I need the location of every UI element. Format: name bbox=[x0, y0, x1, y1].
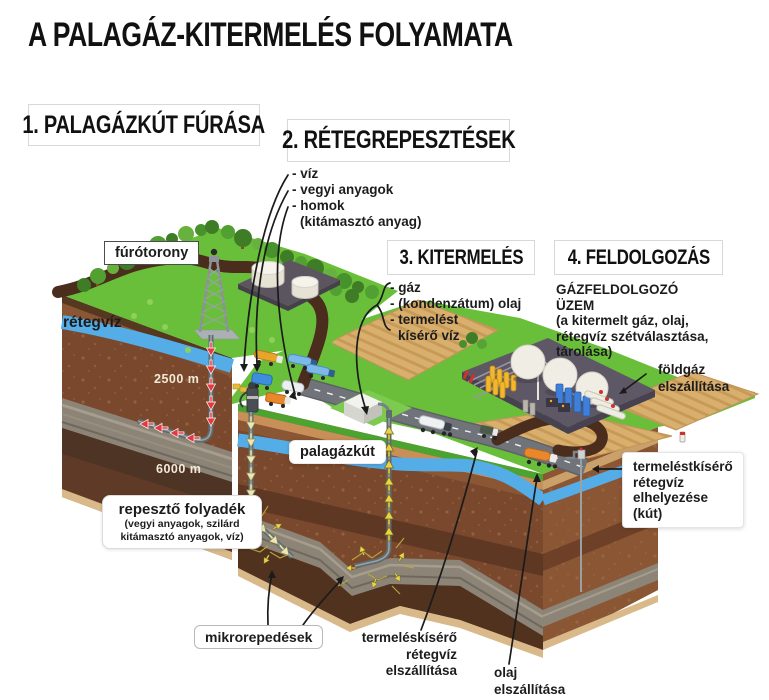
elhelyezes-box: termeléstkísérő rétegvíz elhelyezése (kú… bbox=[622, 452, 744, 528]
label-line: elszállítása bbox=[385, 663, 457, 678]
forest-icon bbox=[77, 220, 379, 353]
callout-arrowheads bbox=[240, 364, 627, 585]
depth-6000-label: 6000 m bbox=[156, 462, 202, 476]
step-4-box: 4. FELDOLGOZÁS bbox=[554, 240, 723, 275]
repeszto-folyadek-box: repesztő folyadék (vegyi anyagok, szilár… bbox=[102, 495, 262, 549]
microfractures-right bbox=[337, 537, 415, 595]
water-tanker-truck-icon bbox=[418, 415, 452, 432]
terrain-block-right bbox=[220, 299, 760, 658]
palagazkut-label: palagázkút bbox=[289, 440, 386, 464]
shale-layer-right bbox=[238, 512, 543, 636]
extraction-products-list: - gáz - (kondenzátum) olaj - termelést k… bbox=[390, 280, 521, 344]
line-olaj bbox=[508, 477, 538, 665]
description-line: tárolása) bbox=[556, 344, 613, 359]
production-well bbox=[337, 418, 415, 595]
termeleskisero-label: termeléskísérő rétegvíz elszállítása bbox=[345, 630, 457, 680]
label-line: termeléskísérő bbox=[361, 630, 457, 645]
yellow-columns-icon bbox=[485, 365, 517, 399]
arrow-viz bbox=[243, 174, 289, 367]
label-line: rétegvíz bbox=[633, 474, 685, 490]
frack-wellhead-icon bbox=[232, 381, 259, 413]
label-line: rétegvíz bbox=[405, 646, 457, 662]
aquifer-layer-left bbox=[60, 315, 235, 373]
repeszto-sub: kitámasztó anyagok, víz) bbox=[120, 530, 244, 543]
step-4-label: 4. FELDOLGOZÁS bbox=[567, 245, 710, 269]
arrow-kitermeles bbox=[355, 304, 378, 411]
list-item: - termelést bbox=[390, 312, 459, 327]
step-1-box: 1. PALAGÁZKÚT FÚRÁSA bbox=[23, 104, 266, 146]
retegviz-label: rétegvíz bbox=[63, 314, 122, 331]
label-line: elszállítása bbox=[494, 681, 566, 697]
furotorony-label: fúrótorony bbox=[104, 241, 200, 265]
gas-pipes-icon bbox=[584, 390, 626, 420]
step-1-label: 1. PALAGÁZKÚT FÚRÁSA bbox=[22, 110, 266, 139]
drilling-derrick-icon bbox=[193, 248, 241, 340]
line-termeleskisero bbox=[420, 450, 478, 631]
list-item: - (kondenzátum) olaj bbox=[390, 296, 522, 311]
line-mikro-2 bbox=[302, 579, 342, 626]
small-truck-icon bbox=[479, 424, 499, 437]
label-line: elhelyezése bbox=[633, 490, 709, 505]
label-line: földgáz bbox=[658, 362, 706, 377]
label-line: termeléstkísérő bbox=[633, 459, 733, 474]
description-line: ÜZEM bbox=[556, 297, 595, 313]
description-line: (a kitermelt gáz, olaj, bbox=[556, 313, 689, 328]
depth-2500-label: 2500 m bbox=[154, 372, 200, 386]
page-title: A PALAGÁZ-KITERMELÉS FOLYAMATA bbox=[28, 16, 513, 54]
oil-tanker-truck-icon bbox=[523, 447, 558, 463]
trucks-fleet-icon bbox=[251, 349, 336, 408]
frack-ingredients-list: - víz - vegyi anyagok - homok (kitámaszt… bbox=[292, 166, 422, 230]
arrow-homok bbox=[276, 206, 296, 395]
arrow-vegyi bbox=[255, 190, 289, 365]
list-item: - homok bbox=[292, 198, 345, 213]
label-line: elszállítása bbox=[658, 378, 730, 394]
step-3-label: 3. KITERMELÉS bbox=[399, 245, 523, 269]
drilling-well bbox=[137, 335, 216, 443]
processing-plant-icon bbox=[459, 332, 655, 434]
mikrorepedesek-label: mikrorepedések bbox=[194, 625, 324, 649]
step-3-box: 3. KITERMELÉS bbox=[387, 240, 535, 275]
olaj-label: olaj elszállítása bbox=[494, 665, 565, 698]
foldgaz-label: földgáz elszállítása bbox=[658, 362, 729, 395]
arrow-foldgaz bbox=[621, 373, 647, 393]
injection-well bbox=[566, 431, 686, 592]
list-item: kísérő víz bbox=[398, 328, 460, 343]
trucks-on-road bbox=[418, 415, 558, 469]
storage-tanks-icon bbox=[238, 260, 340, 311]
processing-description: GÁZFELDOLGOZÓ ÜZEM (a kitermelt gáz, ola… bbox=[556, 282, 708, 360]
label-line: olaj bbox=[494, 665, 518, 680]
step-2-label: 2. RÉTEGREPESZTÉSEK bbox=[281, 126, 516, 154]
list-item: - gáz bbox=[390, 280, 421, 295]
description-line: GÁZFELDOLGOZÓ bbox=[556, 282, 679, 297]
description-line: rétegvíz szétválasztása, bbox=[556, 328, 709, 344]
repeszto-title: repesztő folyadék bbox=[118, 501, 246, 518]
label-line: (kút) bbox=[633, 505, 663, 521]
farm-fields bbox=[328, 299, 760, 459]
list-item: - vegyi anyagok bbox=[292, 182, 394, 197]
list-item: - víz bbox=[292, 166, 319, 181]
repeszto-sub: (vegyi anyagok, szilárd bbox=[124, 518, 240, 530]
list-item: (kitámasztó anyag) bbox=[300, 214, 422, 229]
step-2-box: 2. RÉTEGREPESZTÉSEK bbox=[282, 119, 515, 162]
